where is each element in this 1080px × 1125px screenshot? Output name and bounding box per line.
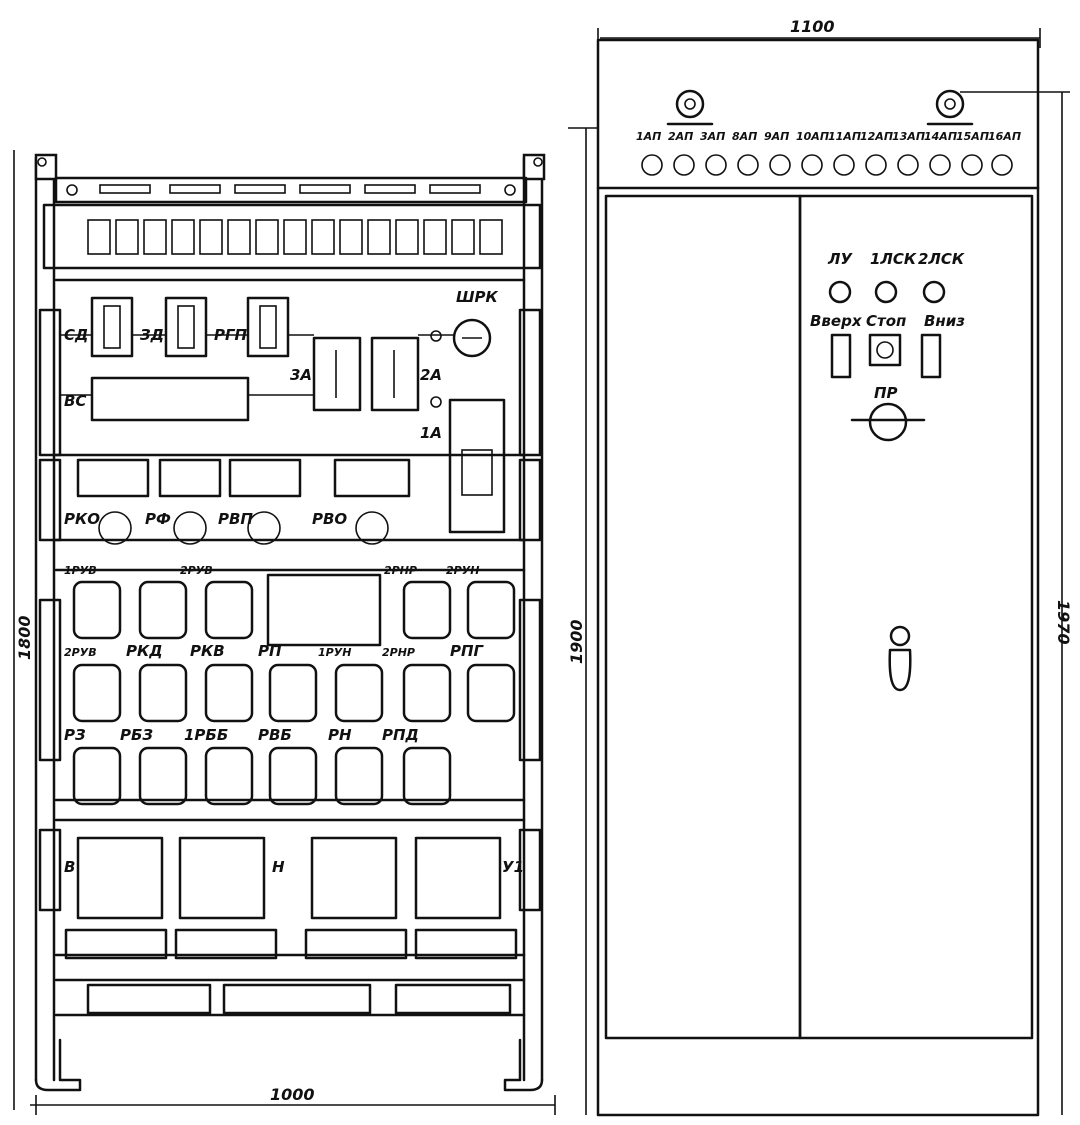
terminal-label: 2АП bbox=[668, 130, 693, 143]
relay-row-1 bbox=[60, 296, 506, 534]
label-u1: У1 bbox=[502, 858, 524, 876]
relay-row-2 bbox=[76, 458, 411, 545]
label-2run: 2РУН bbox=[446, 564, 479, 577]
terminal-label: 3АП bbox=[700, 130, 725, 143]
label-1lsk: 1ЛСК bbox=[870, 250, 917, 268]
label-2rnr: 2РНР bbox=[382, 646, 415, 659]
label-rkd: РКД bbox=[126, 642, 163, 660]
terminal-label: 14АП bbox=[924, 130, 957, 143]
label-3a: 3А bbox=[290, 366, 312, 384]
label-lu: ЛУ bbox=[827, 250, 853, 268]
dim-right-height: 1900 bbox=[567, 619, 586, 664]
coil-row-labels: 1РУВ 2РУВ 2РНР 2РУН 2РУВ РКД РКВ РП 1РУН… bbox=[64, 564, 485, 744]
terminal-label: 10АП bbox=[796, 130, 829, 143]
label-1ruv: 1РУВ bbox=[64, 564, 97, 577]
label-zd: ЗД bbox=[140, 326, 164, 344]
dim-left-height: 1800 bbox=[15, 615, 34, 660]
contactor-labels: В Н У1 bbox=[64, 858, 524, 876]
label-rpd: РПД bbox=[382, 726, 419, 744]
label-rf: РФ bbox=[145, 510, 171, 528]
label-1a: 1А bbox=[420, 424, 442, 442]
terminal-label: 1АП bbox=[636, 130, 661, 143]
label-vs: ВС bbox=[64, 392, 86, 410]
terminal-label: 16АП bbox=[988, 130, 1021, 143]
label-up: Вверх bbox=[810, 312, 863, 330]
label-rkv: РКВ bbox=[190, 642, 225, 660]
right-dimensions: 1100 1900 1970 bbox=[567, 17, 1073, 1115]
label-2ruv-top: 2РУВ bbox=[180, 564, 213, 577]
label-rpg: РПГ bbox=[450, 642, 485, 660]
terminal-label: 12АП bbox=[860, 130, 893, 143]
label-rz: РЗ bbox=[64, 726, 86, 744]
label-rko: РКО bbox=[64, 510, 100, 528]
label-pr: ПР bbox=[874, 384, 898, 402]
label-rvp: РВП bbox=[218, 510, 253, 528]
label-rp: РП bbox=[258, 642, 282, 660]
terminal-label: 15АП bbox=[956, 130, 989, 143]
control-labels: ЛУ 1ЛСК 2ЛСК Вверх Стоп Вниз ПР bbox=[810, 250, 965, 402]
label-shrk: ШРК bbox=[456, 288, 499, 306]
label-stop: Стоп bbox=[866, 312, 906, 330]
coil-rows bbox=[72, 573, 516, 806]
label-1rbb: 1РББ bbox=[184, 726, 228, 744]
label-b: В bbox=[64, 858, 75, 876]
label-2rnr-top: 2РНР bbox=[384, 564, 417, 577]
label-rvo: РВО bbox=[312, 510, 347, 528]
terminal-label: 11АП bbox=[828, 130, 861, 143]
relay-row-1-labels: СД ЗД РГП ШРК 3А 2А 1А ВС bbox=[64, 288, 499, 442]
label-2ruv: 2РУВ bbox=[64, 646, 97, 659]
right-panel-frame bbox=[596, 38, 1040, 1117]
dim-right-width: 1100 bbox=[790, 17, 835, 36]
label-n: Н bbox=[272, 858, 285, 876]
terminal-label: 8АП bbox=[732, 130, 757, 143]
contactors bbox=[64, 836, 518, 1015]
left-panel-frame bbox=[34, 153, 546, 1092]
label-rvb: РВБ bbox=[258, 726, 292, 744]
terminal-label: 9АП bbox=[764, 130, 789, 143]
label-rbz: РБЗ bbox=[120, 726, 153, 744]
label-2a: 2А bbox=[420, 366, 442, 384]
label-rgp: РГП bbox=[214, 326, 248, 344]
label-sd: СД bbox=[64, 326, 88, 344]
left-dimensions: 1000 1800 bbox=[13, 150, 556, 1115]
label-down: Вниз bbox=[924, 312, 965, 330]
label-2lsk: 2ЛСК bbox=[918, 250, 965, 268]
dim-left-width: 1000 bbox=[270, 1085, 315, 1104]
terminal-label: 13АП bbox=[892, 130, 925, 143]
terminal-labels: 1АП 2АП 3АП 8АП 9АП 10АП11АП12АП13АП14АП15АП1… bbox=[636, 130, 1021, 143]
label-rn: РН bbox=[328, 726, 352, 744]
label-1run: 1РУН bbox=[318, 646, 351, 659]
dim-right-total-height: 1970 bbox=[1054, 600, 1073, 645]
relay-row-2-labels: РКО РФ РВП РВО bbox=[64, 510, 347, 528]
